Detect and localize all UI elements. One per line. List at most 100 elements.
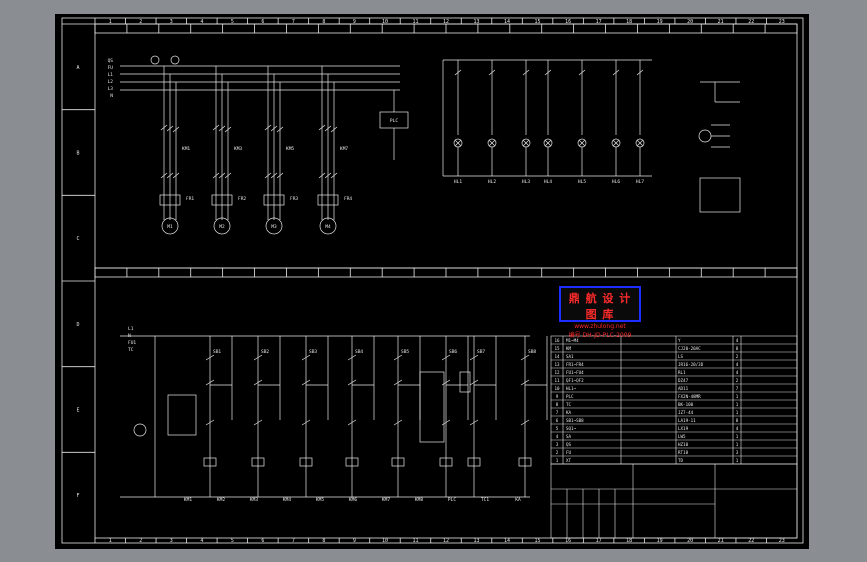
bom-model: JR16-20/3D	[678, 362, 704, 367]
contact	[318, 172, 326, 179]
contactor-label: KM5	[286, 146, 294, 152]
supply-label: TC	[128, 347, 134, 353]
bom-code: QS	[566, 442, 572, 447]
relay-label: FR1	[186, 196, 194, 202]
coil	[391, 457, 405, 467]
lamp-cross	[612, 139, 620, 147]
coil-label: KM4	[283, 497, 291, 503]
contact	[205, 419, 215, 426]
bom-model: FX2N-48MR	[678, 394, 701, 399]
supply-label: L1	[108, 72, 114, 78]
watermark-title: 鼎 航 设 计 图 库	[568, 292, 632, 321]
bom-no: 1	[556, 458, 559, 463]
bom-no: 12	[554, 370, 560, 375]
contact	[218, 172, 226, 179]
plc-box-label: PLC	[390, 118, 398, 124]
coil-label: KM7	[382, 497, 390, 503]
col-label-top: 17	[596, 19, 602, 25]
bom-no: 11	[554, 378, 560, 383]
supply-label: N	[128, 333, 131, 339]
bom-model: DZ47	[678, 378, 689, 383]
coil-label: KM5	[316, 497, 324, 503]
bom-qty: 7	[736, 386, 739, 391]
button-label: SB8	[528, 349, 536, 355]
col-label-bottom: 13	[474, 538, 480, 544]
contact	[212, 124, 220, 131]
contact	[441, 379, 451, 386]
coil	[251, 457, 265, 467]
contact	[454, 69, 462, 76]
bom-model: LX19	[678, 426, 689, 431]
col-label-bottom: 4	[200, 538, 203, 544]
lamp-label: HL4	[544, 179, 552, 185]
lamp-label: HL7	[636, 179, 644, 185]
bom-qty: 4	[736, 426, 739, 431]
col-label-bottom: 5	[231, 538, 234, 544]
drawing-frame	[61, 17, 804, 544]
lamp-label: HL5	[578, 179, 586, 185]
bom-model: BK-100	[678, 402, 694, 407]
indicator-symbol	[133, 423, 147, 437]
bom-no: 15	[554, 346, 560, 351]
motor-symbol	[319, 217, 337, 235]
col-label-top: 14	[504, 19, 510, 25]
lower-circuit	[120, 335, 548, 498]
coil-label: KA	[515, 497, 521, 503]
contact	[520, 379, 530, 386]
contact	[166, 172, 174, 179]
motor-symbol	[161, 217, 179, 235]
button-label: SB1	[213, 349, 221, 355]
contact	[276, 172, 284, 179]
bom-code: M1~M4	[566, 338, 579, 343]
contact	[270, 125, 278, 132]
col-label-bottom: 18	[626, 538, 632, 544]
contact	[172, 172, 180, 179]
contact	[160, 172, 168, 179]
contact	[636, 69, 644, 76]
lamp-cross	[522, 139, 530, 147]
bom-code: FU	[566, 450, 572, 455]
col-label-top: 23	[779, 19, 785, 25]
coil	[518, 457, 532, 467]
bom-code: FU1~FU4	[566, 370, 584, 375]
col-label-top: 3	[170, 19, 173, 25]
grid-labels: 1122334455667788991010111112121313141415…	[76, 19, 784, 544]
contact	[522, 69, 530, 76]
push-button	[253, 354, 263, 361]
bom-no: 10	[554, 386, 560, 391]
push-button	[205, 354, 215, 361]
watermark-stamp: 鼎 航 设 计 图 库 www.zhulong.net 编号 DH-JD-PLC…	[559, 286, 641, 339]
upper-labels: QSFUL1L2L3NM1FR1KM1M2FR2KM3M3FR3KM5M4FR4…	[108, 58, 645, 230]
contact	[276, 126, 284, 133]
meter-symbol	[150, 55, 160, 65]
relay-label: FR4	[344, 196, 352, 202]
contact	[301, 379, 311, 386]
lamp-label: HL6	[612, 179, 620, 185]
contact	[253, 379, 263, 386]
thermal-relay	[263, 194, 285, 206]
bom-qty: 1	[736, 442, 739, 447]
bom-code: XT	[566, 458, 572, 463]
coil-label: KM1	[184, 497, 192, 503]
contact	[544, 69, 552, 76]
lamp-label: HL1	[454, 179, 462, 185]
bom-code: HL1~	[566, 386, 577, 391]
coil-label: KM8	[415, 497, 423, 503]
contact	[264, 172, 272, 179]
push-button	[393, 354, 403, 361]
button-label: SB3	[309, 349, 317, 355]
contact	[330, 126, 338, 133]
motor-label: M1	[167, 224, 173, 230]
bill-of-materials	[550, 335, 798, 539]
contact	[324, 125, 332, 132]
row-label: E	[76, 408, 79, 414]
contact	[441, 419, 451, 426]
bom-qty: 2	[736, 378, 739, 383]
push-button	[301, 354, 311, 361]
contact	[172, 126, 180, 133]
bom-no: 5	[556, 426, 559, 431]
contact	[469, 419, 479, 426]
col-label-top: 7	[292, 19, 295, 25]
bom-qty: 4	[736, 362, 739, 367]
contact	[224, 126, 232, 133]
